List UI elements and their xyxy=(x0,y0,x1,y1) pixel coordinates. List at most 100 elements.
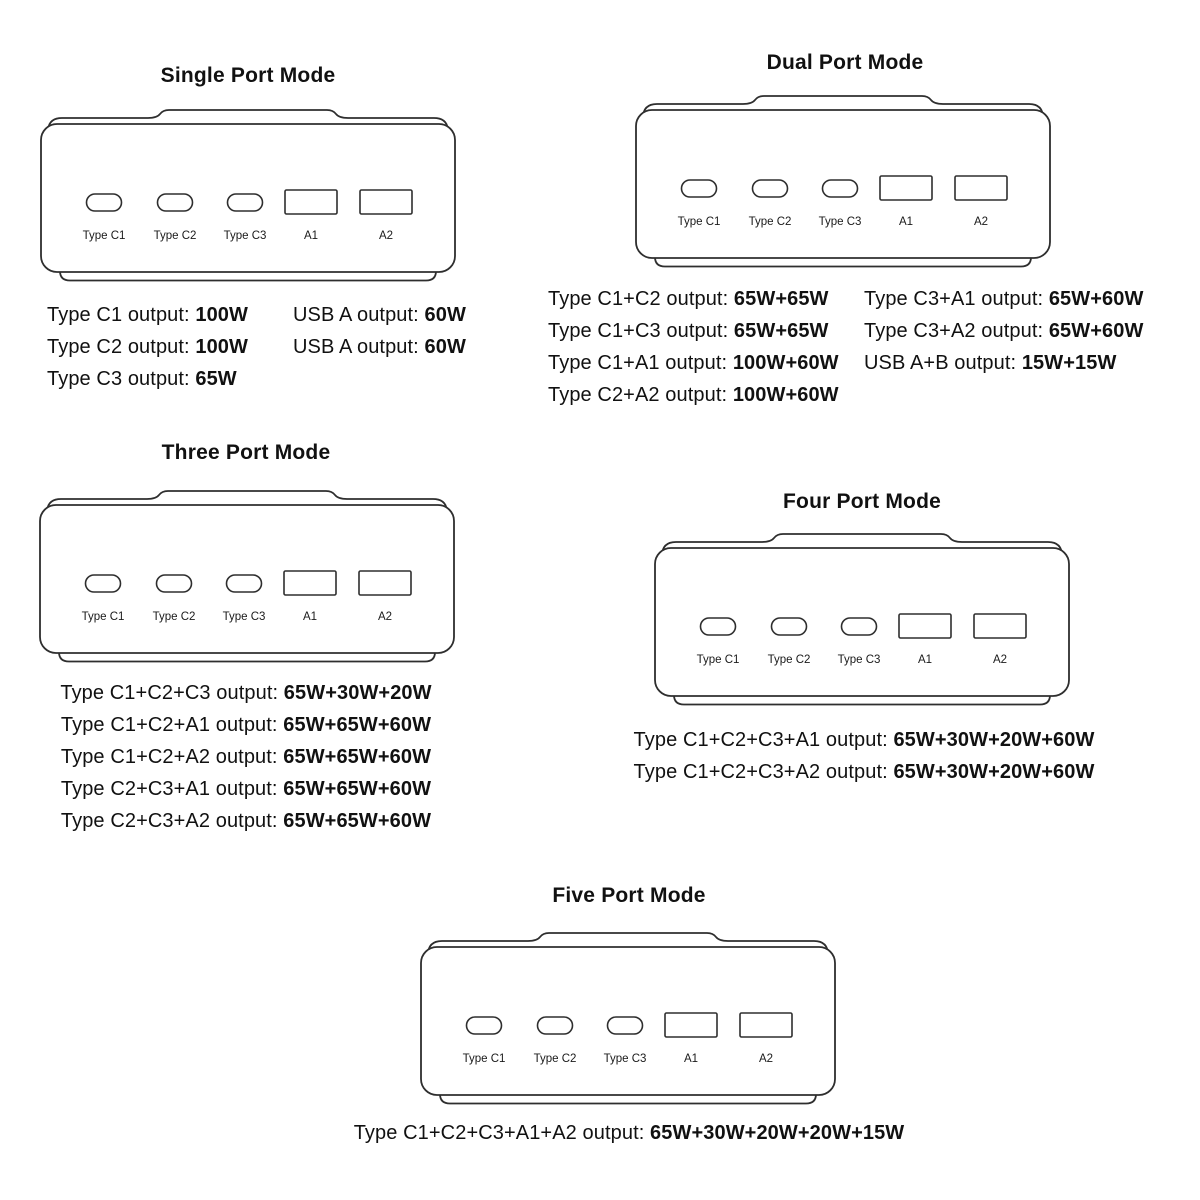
usb-c-port-c3 xyxy=(821,179,859,198)
port-label-a2: A2 xyxy=(378,611,392,623)
usb-c-port-c1 xyxy=(85,193,123,212)
usb-c-port-c3 xyxy=(840,617,878,636)
port-label-a2: A2 xyxy=(974,216,988,228)
section-title-five-port-mode: Five Port Mode xyxy=(552,884,706,907)
section-title-single-port-mode: Single Port Mode xyxy=(160,64,336,87)
port-label-type-c3: Type C3 xyxy=(604,1053,647,1065)
spec-line: USB A+B output: 15W+15W xyxy=(864,347,1143,379)
usb-a-port-a2 xyxy=(739,1012,793,1038)
port-label-a1: A1 xyxy=(303,611,317,623)
usb-a-port-a1 xyxy=(284,189,338,215)
spec-label: USB A output: xyxy=(293,304,425,326)
port-label-type-c1: Type C1 xyxy=(697,654,740,666)
section-title-dual-port-mode: Dual Port Mode xyxy=(766,51,924,74)
port-label-a2: A2 xyxy=(993,654,1007,666)
section-title-four-port-mode: Four Port Mode xyxy=(783,490,941,513)
spec-label: Type C1+C2+C3+A1+A2 output: xyxy=(353,1122,651,1144)
specs-dual-left: Type C1+C2 output: 65W+65W Type C1+C3 ou… xyxy=(548,283,839,411)
spec-line: Type C2+C3+A1 output: 65W+65W+60W xyxy=(60,773,431,805)
port-label-type-c1: Type C1 xyxy=(82,611,125,623)
spec-value: 65W+65W+60W xyxy=(283,810,432,832)
specs-four-center: Type C1+C2+C3+A1 output: 65W+30W+20W+60W… xyxy=(634,724,1095,788)
port-label-type-c3: Type C3 xyxy=(819,216,862,228)
spec-line: USB A output: 60W xyxy=(293,299,466,331)
spec-value: 65W+65W+60W xyxy=(283,778,432,800)
spec-label: Type C3+A1 output: xyxy=(864,288,1049,310)
port-label-type-c2: Type C2 xyxy=(749,216,792,228)
usb-c-port-c2 xyxy=(770,617,808,636)
spec-value: 65W+65W xyxy=(733,320,829,342)
port-label-a2: A2 xyxy=(379,230,393,242)
spec-value: 15W+15W xyxy=(1021,352,1117,374)
spec-value: 65W+65W+60W xyxy=(283,714,432,736)
spec-label: Type C1 output: xyxy=(47,304,196,326)
spec-label: Type C1+C2 output: xyxy=(548,288,734,310)
usb-c-port-c2 xyxy=(156,193,194,212)
spec-value: 100W+60W xyxy=(732,384,839,406)
usb-c-port-c1 xyxy=(699,617,737,636)
specs-three-center: Type C1+C2+C3 output: 65W+30W+20W Type C… xyxy=(60,677,431,837)
usb-c-port-c3 xyxy=(226,193,264,212)
spec-line: Type C1+C2+C3+A2 output: 65W+30W+20W+60W xyxy=(634,756,1095,788)
spec-line: Type C2+C3+A2 output: 65W+65W+60W xyxy=(60,805,431,837)
spec-value: 60W xyxy=(424,336,466,358)
port-label-type-c2: Type C2 xyxy=(768,654,811,666)
specs-dual-right: Type C3+A1 output: 65W+60W Type C3+A2 ou… xyxy=(864,283,1143,379)
spec-label: Type C2+A2 output: xyxy=(548,384,733,406)
port-label-a1: A1 xyxy=(918,654,932,666)
device-illustration-four: Type C1 Type C2 Type C3 A1 A2 xyxy=(654,533,1070,706)
usb-a-port-a2 xyxy=(973,613,1027,639)
spec-value: 60W xyxy=(424,304,466,326)
spec-label: Type C1+C2+A1 output: xyxy=(60,714,284,736)
port-label-type-c2: Type C2 xyxy=(534,1053,577,1065)
spec-line: Type C1+C2 output: 65W+65W xyxy=(548,283,839,315)
spec-value: 100W xyxy=(195,304,249,326)
spec-label: Type C1+A1 output: xyxy=(548,352,733,374)
spec-line: Type C3+A1 output: 65W+60W xyxy=(864,283,1143,315)
usb-c-port-c2 xyxy=(751,179,789,198)
spec-label: Type C2+C3+A2 output: xyxy=(60,810,284,832)
section-title-three-port-mode: Three Port Mode xyxy=(161,441,331,464)
spec-label: Type C1+C2+A2 output: xyxy=(60,746,284,768)
spec-value: 100W+60W xyxy=(732,352,839,374)
specs-five-center: Type C1+C2+C3+A1+A2 output: 65W+30W+20W+… xyxy=(354,1117,905,1149)
spec-line: Type C1+C2+C3 output: 65W+30W+20W xyxy=(60,677,431,709)
spec-value: 65W+30W+20W+20W+15W xyxy=(650,1122,905,1144)
port-label-type-c3: Type C3 xyxy=(223,611,266,623)
spec-value: 100W xyxy=(195,336,249,358)
port-label-type-c3: Type C3 xyxy=(224,230,267,242)
specs-single-left: Type C1 output: 100W Type C2 output: 100… xyxy=(47,299,248,395)
usb-c-port-c3 xyxy=(225,574,263,593)
port-label-type-c3: Type C3 xyxy=(838,654,881,666)
spec-label: Type C1+C2+C3 output: xyxy=(60,682,284,704)
device-illustration-five: Type C1 Type C2 Type C3 A1 A2 xyxy=(420,932,836,1105)
spec-line: Type C1+C2+A1 output: 65W+65W+60W xyxy=(60,709,431,741)
usb-a-port-a1 xyxy=(664,1012,718,1038)
spec-line: USB A output: 60W xyxy=(293,331,466,363)
spec-line: Type C3 output: 65W xyxy=(47,363,248,395)
device-illustration-dual: Type C1 Type C2 Type C3 A1 A2 xyxy=(635,95,1051,268)
usb-a-port-a2 xyxy=(358,570,412,596)
spec-line: Type C2 output: 100W xyxy=(47,331,248,363)
spec-line: Type C1+C3 output: 65W+65W xyxy=(548,315,839,347)
usb-a-port-a2 xyxy=(359,189,413,215)
port-label-a1: A1 xyxy=(684,1053,698,1065)
port-label-a1: A1 xyxy=(304,230,318,242)
spec-label: Type C2 output: xyxy=(47,336,196,358)
spec-label: USB A+B output: xyxy=(864,352,1022,374)
usb-c-port-c1 xyxy=(465,1016,503,1035)
spec-value: 65W+30W+20W+60W xyxy=(893,761,1095,783)
spec-value: 65W xyxy=(195,368,237,390)
usb-c-port-c2 xyxy=(155,574,193,593)
spec-value: 65W+60W xyxy=(1048,288,1144,310)
device-illustration-three: Type C1 Type C2 Type C3 A1 A2 xyxy=(39,490,455,663)
spec-line: Type C2+A2 output: 100W+60W xyxy=(548,379,839,411)
usb-a-port-a2 xyxy=(954,175,1008,201)
usb-c-port-c1 xyxy=(680,179,718,198)
spec-line: Type C1+C2+C3+A1+A2 output: 65W+30W+20W+… xyxy=(354,1117,905,1149)
usb-a-port-a1 xyxy=(898,613,952,639)
spec-line: Type C1 output: 100W xyxy=(47,299,248,331)
port-label-a1: A1 xyxy=(899,216,913,228)
specs-single-right: USB A output: 60W USB A output: 60W xyxy=(293,299,466,363)
